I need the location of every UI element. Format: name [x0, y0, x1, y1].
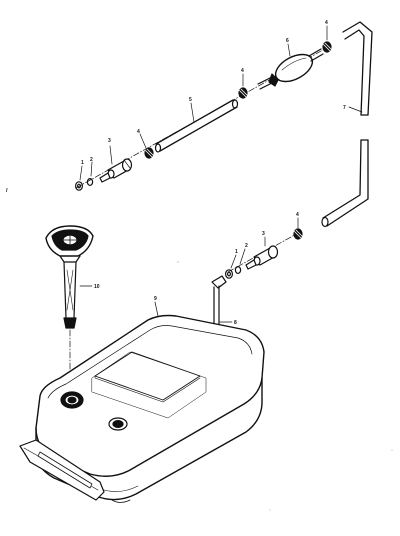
fitting-3-lower [245, 245, 279, 270]
clamp-4-top [322, 41, 333, 53]
leader-lines [79, 25, 363, 323]
callout-clamp-4-lower: 4 [296, 212, 299, 218]
callout-washer-1-upper: 1 [81, 160, 84, 166]
stray-mark: I [6, 188, 8, 194]
hose-7 [321, 21, 373, 228]
oring-2-upper [86, 178, 94, 187]
callout-hose-7: 7 [343, 105, 346, 111]
fitting-3-upper [99, 158, 133, 183]
clamp-4-lower [293, 228, 304, 240]
callout-oring-2-upper: 2 [90, 157, 93, 163]
callout-tank-9: 9 [154, 296, 157, 302]
fuel-gauge-10 [45, 225, 94, 329]
callout-clamp-4-mid: 4 [241, 68, 244, 74]
callout-fitting-3-upper: 3 [108, 138, 111, 144]
scan-specks [177, 261, 393, 511]
callout-pickup-tube-8: 8 [234, 320, 237, 326]
callout-hose-5: 5 [189, 97, 192, 103]
callout-oring-2-lower: 2 [245, 243, 248, 249]
callout-primer-bulb-6: 6 [286, 38, 289, 44]
callout-gauge-10: 10 [94, 284, 100, 290]
callout-fitting-3-lower: 3 [262, 231, 265, 237]
primer-bulb-6 [257, 48, 324, 90]
fuel-tank-9 [19, 314, 265, 503]
clamp-4-mid-left [144, 147, 155, 159]
clamp-4-mid [238, 87, 249, 99]
hose-5 [154, 99, 239, 153]
callout-labels: 1 2 3 4 5 4 6 4 7 4 3 2 1 8 9 10 I [6, 20, 346, 326]
callout-clamp-4-right: 4 [325, 20, 328, 26]
washer-1-lower [225, 269, 234, 279]
oring-2-lower [234, 266, 242, 275]
callout-washer-1-lower: 1 [235, 249, 238, 255]
callout-clamp-4-left: 4 [137, 129, 140, 135]
washer-1-upper [74, 181, 83, 191]
